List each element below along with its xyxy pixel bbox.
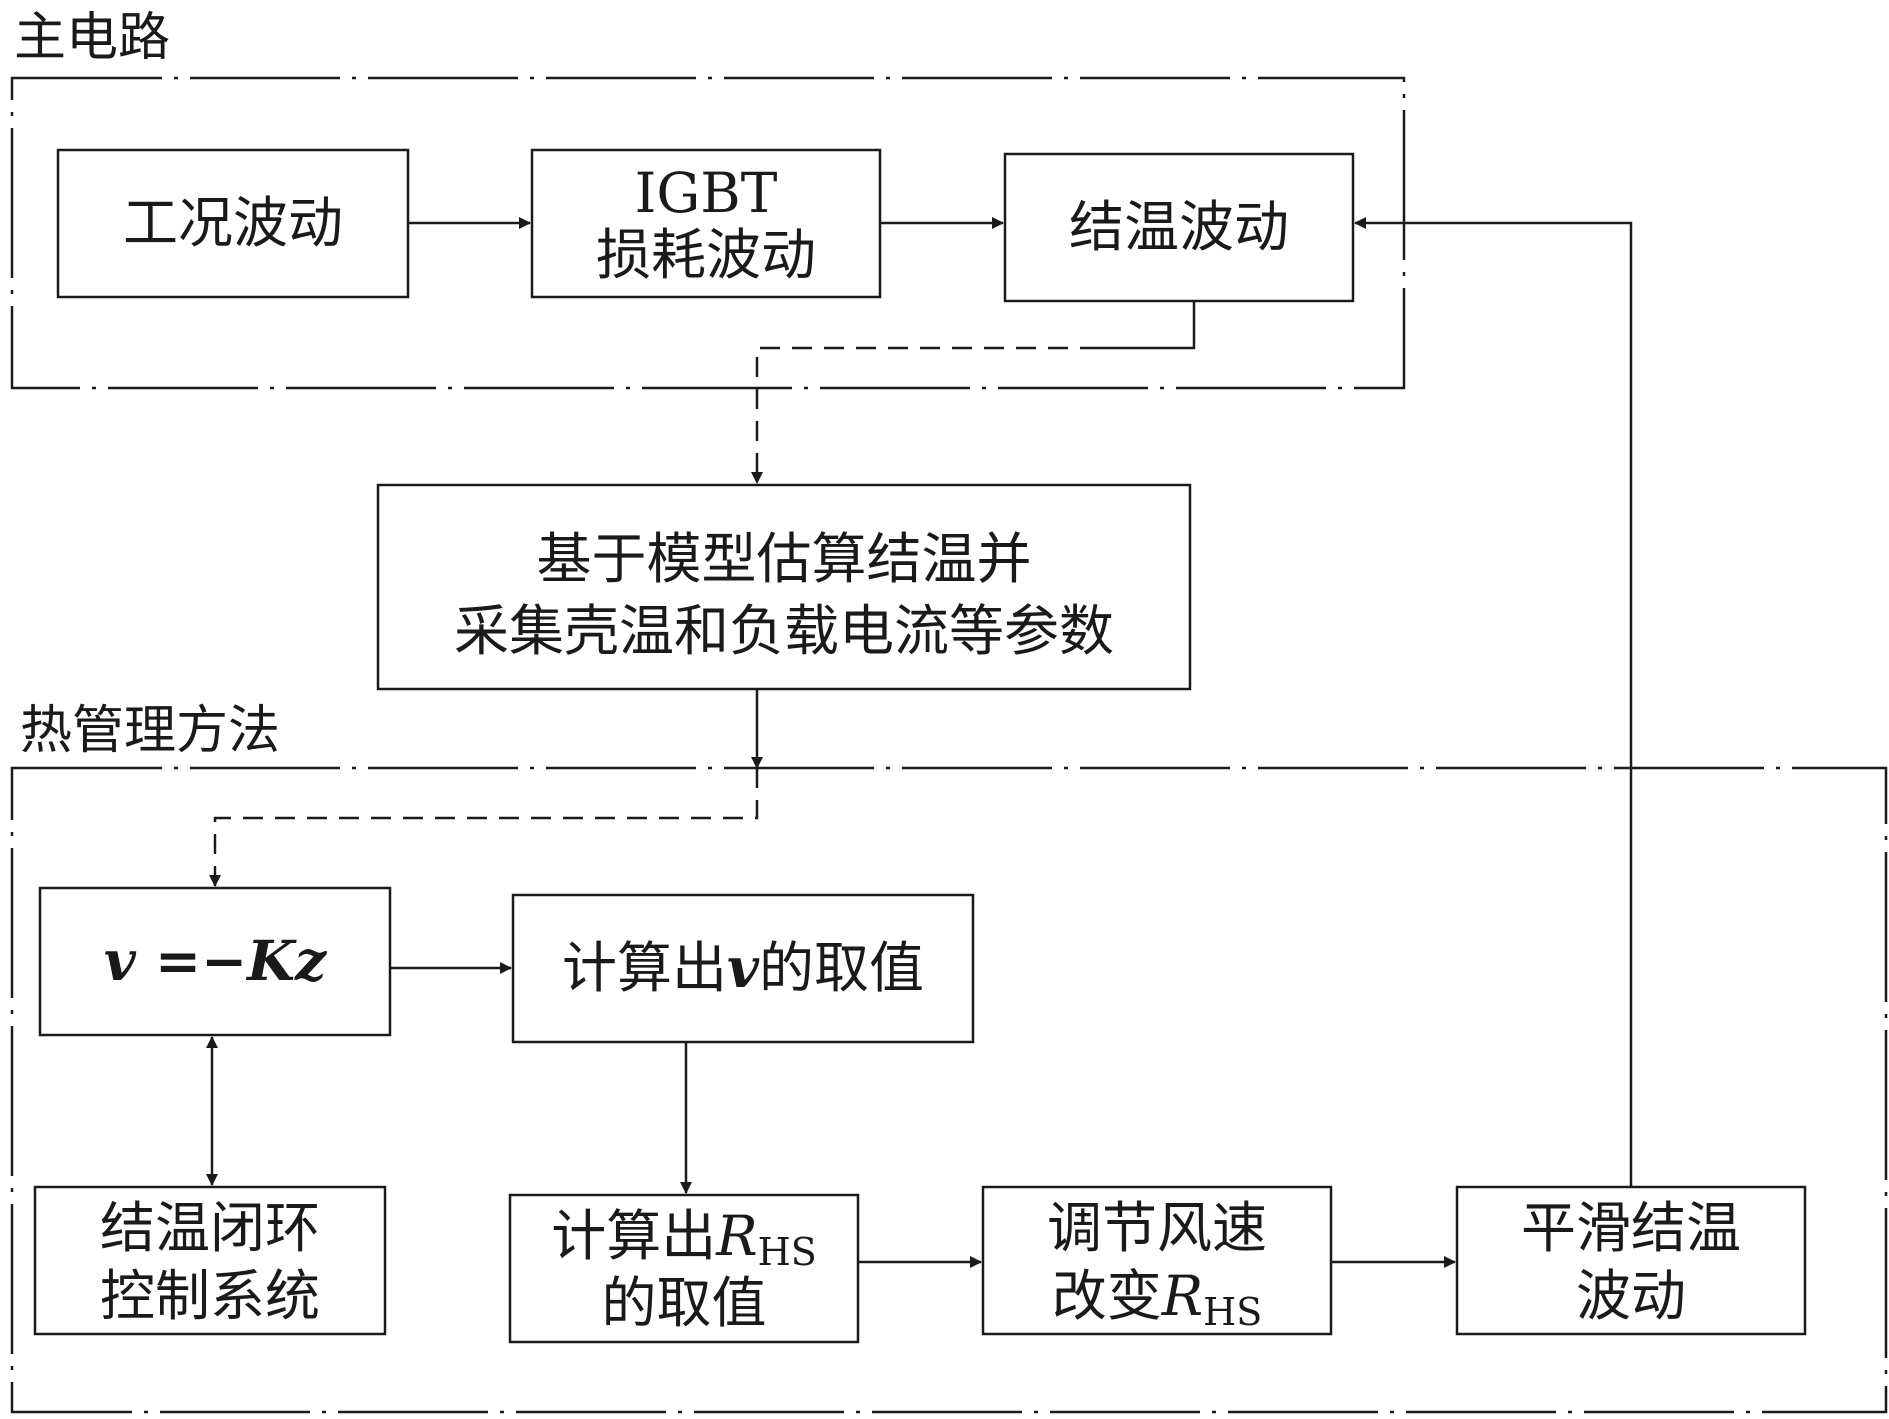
adjust-fan-sub: HS (1203, 1290, 1262, 1334)
closed-loop-box (33, 1185, 387, 1336)
junction-fluctuation-box (1003, 152, 1355, 303)
closed-loop-text-1: 结温闭环 (100, 1196, 320, 1260)
compute-rhs-text-1: 计算出RHS (551, 1204, 817, 1274)
adjust-fan-box (981, 1185, 1333, 1336)
smooth-box (1455, 1185, 1807, 1336)
adjust-fan-prefix: 改变 (1052, 1264, 1162, 1328)
operating-fluctuation-box (56, 148, 410, 299)
compute-rhs-sub: HS (758, 1230, 817, 1274)
compute-rhs-box (508, 1193, 860, 1344)
compute-v-suffix: 的取值 (759, 936, 924, 1000)
main-circuit-label: 主电路 (14, 8, 170, 68)
control-law-eq: =− (136, 928, 247, 993)
igbt-loss-box (530, 148, 882, 299)
control-law-z: z (294, 928, 328, 993)
control-law-text: v =−Kz (104, 928, 328, 993)
feedback-smooth-to-junction (1354, 217, 1633, 1187)
operating-fluctuation-text: 工况波动 (123, 191, 343, 255)
estimate-box (376, 483, 1192, 691)
junction-fluctuation-text: 结温波动 (1069, 195, 1289, 259)
compute-rhs-text-2: 的取值 (601, 1271, 766, 1335)
control-law-box (38, 886, 392, 1037)
connector-junction-down (1100, 301, 1196, 350)
adjust-fan-var: R (1161, 1264, 1203, 1328)
compute-v-text: 计算出v的取值 (562, 935, 924, 1000)
igbt-loss-text-2: 损耗波动 (596, 223, 816, 287)
dashed-junction-to-estimate (751, 346, 1100, 484)
compute-v-box (511, 893, 975, 1044)
compute-v-var: v (727, 935, 760, 1000)
thermal-management-frame (10, 766, 1888, 1414)
estimate-text-2: 采集壳温和负载电流等参数 (454, 599, 1114, 663)
closed-loop-text-2: 控制系统 (100, 1264, 320, 1328)
adjust-fan-text-1: 调节风速 (1047, 1196, 1267, 1260)
dashed-estimate-to-control-law (209, 768, 759, 887)
smooth-text-1: 平滑结温 (1521, 1196, 1741, 1260)
compute-rhs-prefix: 计算出 (551, 1204, 716, 1268)
estimate-text-1: 基于模型估算结温并 (536, 527, 1031, 591)
control-law-v: v (104, 928, 137, 993)
compute-rhs-var: R (715, 1204, 757, 1268)
thermal-management-label: 热管理方法 (20, 701, 280, 761)
main-circuit-frame (10, 76, 1406, 390)
smooth-text-2: 波动 (1576, 1264, 1686, 1328)
adjust-fan-text-2: 改变RHS (1052, 1264, 1263, 1334)
compute-v-prefix: 计算出 (562, 936, 727, 1000)
control-law-k: K (245, 928, 297, 993)
igbt-loss-text-1: IGBT (635, 161, 778, 225)
